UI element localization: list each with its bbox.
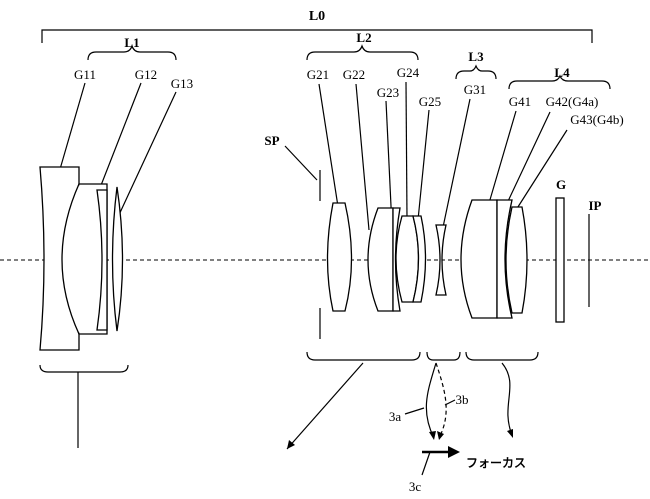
lens-g21 bbox=[326, 202, 353, 312]
g13-label: G13 bbox=[171, 76, 193, 91]
l4-bracket bbox=[508, 74, 611, 90]
path-3a-label: 3a bbox=[389, 409, 402, 424]
l1-lower-bracket bbox=[39, 364, 129, 373]
g21-leader bbox=[318, 83, 340, 214]
g24-label: G24 bbox=[397, 65, 420, 80]
lens-g31 bbox=[435, 224, 447, 296]
ip-label: IP bbox=[589, 198, 602, 213]
l0-label: L0 bbox=[309, 9, 325, 24]
lens-g13 bbox=[111, 186, 124, 332]
l2-label: L2 bbox=[356, 30, 371, 45]
l4-arrow-head bbox=[507, 429, 513, 438]
g22-leader bbox=[355, 83, 370, 231]
g43-label: G43(G4b) bbox=[570, 112, 623, 127]
l2-arrow-head bbox=[287, 440, 295, 449]
sp-leader bbox=[284, 145, 318, 181]
g42-leader bbox=[501, 111, 551, 215]
lens-g41 bbox=[460, 199, 498, 319]
l1-label: L1 bbox=[124, 35, 139, 50]
glass-block bbox=[555, 197, 565, 323]
l2-bracket bbox=[306, 44, 419, 61]
g13-leader bbox=[117, 91, 177, 218]
focus-label: フォーカス bbox=[466, 456, 526, 470]
g23-leader bbox=[385, 100, 393, 228]
g11-leader bbox=[55, 82, 86, 184]
path-3c-label: 3c bbox=[409, 479, 422, 494]
l4-move-path bbox=[501, 362, 513, 436]
path-3b-leader bbox=[444, 399, 456, 406]
path-3b bbox=[435, 362, 447, 439]
g22-label: G22 bbox=[343, 67, 365, 82]
lens-g25 bbox=[412, 215, 427, 303]
g23-label: G23 bbox=[377, 85, 399, 100]
g25-label: G25 bbox=[419, 94, 441, 109]
l3-bracket bbox=[455, 64, 497, 80]
lens-g43 bbox=[505, 206, 528, 314]
g41-leader bbox=[486, 110, 517, 211]
lens-g12-inner bbox=[96, 189, 108, 331]
lens-g12-curve bbox=[61, 183, 80, 335]
path-3a bbox=[425, 362, 437, 439]
g25-leader bbox=[416, 109, 430, 231]
l2-lower-bracket bbox=[306, 351, 421, 361]
l0-bracket bbox=[41, 29, 593, 43]
path-3b-label: 3b bbox=[456, 392, 469, 407]
lens-g22 bbox=[367, 207, 394, 312]
g31-leader bbox=[441, 98, 471, 233]
glass-label: G bbox=[556, 177, 566, 192]
focus-arrow-head bbox=[448, 446, 460, 458]
l3-lower-bracket bbox=[426, 351, 461, 361]
g12-leader bbox=[97, 82, 142, 194]
l2-move-arrow bbox=[286, 362, 364, 450]
lens-g42 bbox=[496, 199, 513, 319]
l4-lower-bracket bbox=[465, 351, 539, 361]
g42-label: G42(G4a) bbox=[546, 94, 599, 109]
g31-label: G31 bbox=[464, 82, 486, 97]
l3-label: L3 bbox=[468, 49, 484, 64]
l4-label: L4 bbox=[554, 65, 570, 80]
g21-label: G21 bbox=[307, 67, 329, 82]
path-3a-leader bbox=[404, 407, 425, 415]
l1-bracket bbox=[87, 44, 177, 61]
path-3a-head bbox=[429, 431, 436, 440]
sp-label: SP bbox=[264, 133, 279, 148]
focus-arrow-tail bbox=[421, 451, 431, 476]
g24-leader bbox=[405, 81, 408, 220]
path-3b-head bbox=[437, 431, 444, 440]
g12-label: G12 bbox=[135, 67, 157, 82]
g41-label: G41 bbox=[509, 94, 531, 109]
g11-label: G11 bbox=[74, 67, 96, 82]
g43-leader bbox=[515, 129, 568, 211]
